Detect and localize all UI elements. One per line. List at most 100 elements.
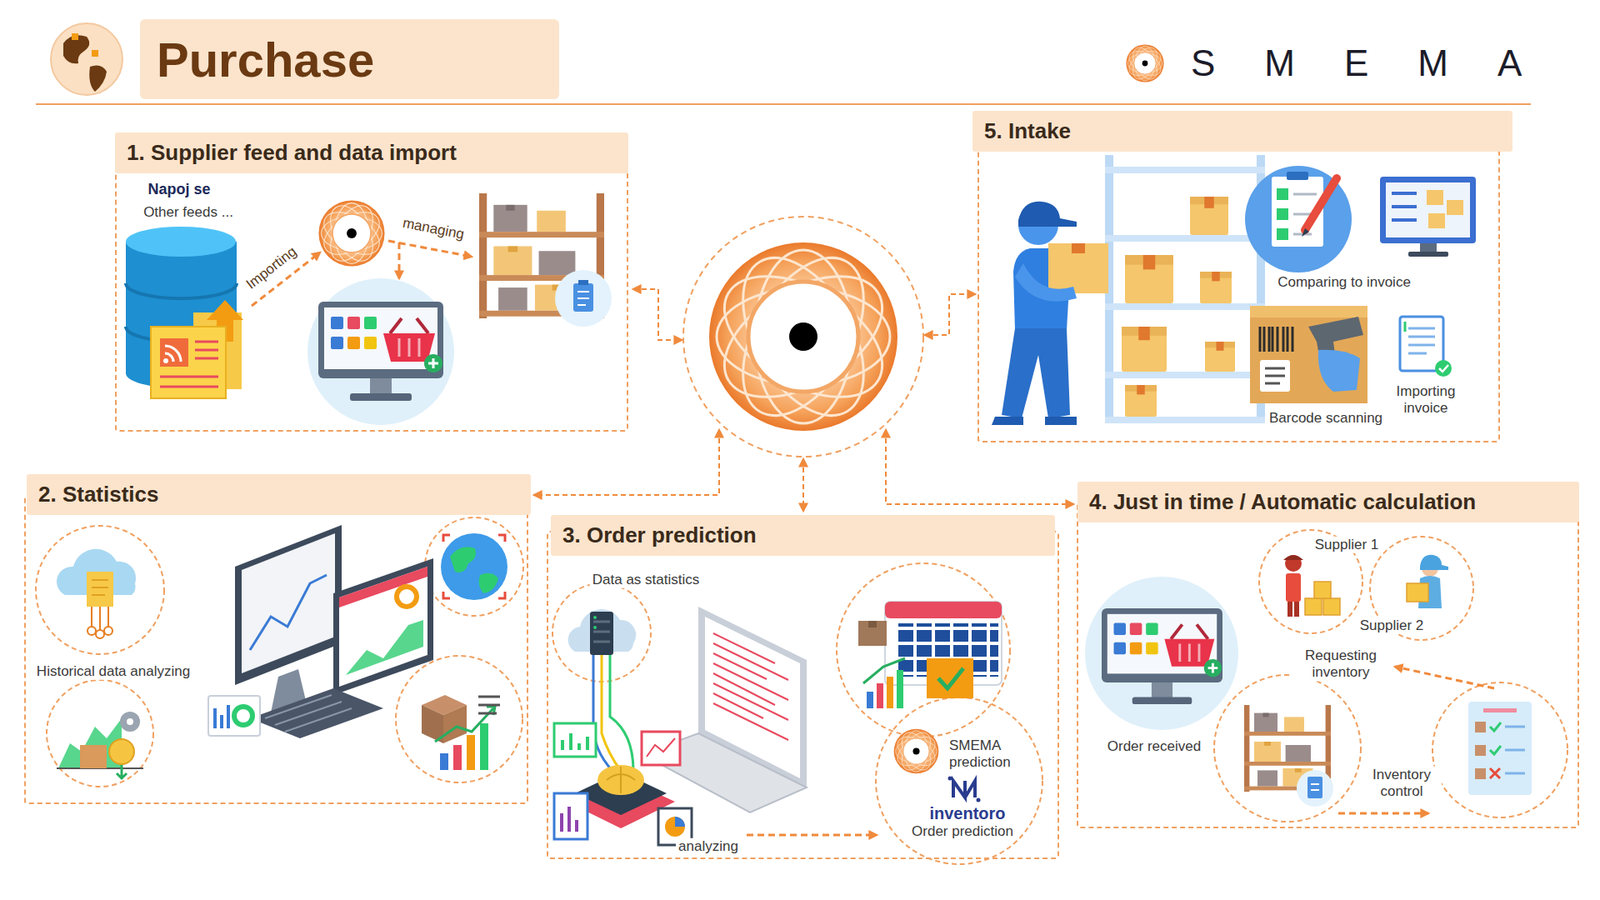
- icon-circle: [46, 680, 154, 787]
- computer-illustration: [215, 705, 229, 729]
- worker-figure: [1015, 263, 1077, 302]
- cloud-data-icon: [91, 606, 109, 630]
- warehouse-shelf: [578, 280, 589, 285]
- invoice-icon: [1435, 360, 1452, 377]
- section-panel: 2. Statistics: [24, 495, 529, 805]
- ai-chip-icon: [665, 816, 685, 837]
- icon-circle: [395, 655, 523, 783]
- checklist-icon: [1490, 768, 1500, 779]
- arrow-label: Inventory control: [1361, 766, 1442, 801]
- computer-illustration: [241, 533, 335, 674]
- cloud-data-icon: [86, 571, 114, 607]
- cloud-data-icon: [56, 549, 136, 639]
- checklist-icon: [1475, 721, 1486, 733]
- supplier-figure: [1305, 598, 1322, 615]
- intake-shelves: [1105, 235, 1265, 242]
- intake-shelves: [1205, 341, 1235, 372]
- hub-connector: [534, 430, 720, 495]
- arrow-label: Requesting inventory: [1292, 647, 1390, 682]
- arrow-label: analyzing: [675, 838, 741, 855]
- computer-illustration: [265, 695, 352, 732]
- hub-logo: [683, 216, 924, 457]
- barcode-scanner-icon: [1260, 326, 1293, 352]
- screen-icon: [1408, 251, 1449, 257]
- order-monitor: [1101, 608, 1223, 705]
- data-wire: [610, 655, 634, 771]
- history-chart-icon: [56, 711, 144, 779]
- intake-shelves: [1125, 255, 1174, 304]
- calendar-forecast-icon: [886, 676, 894, 709]
- worker-figure: [1048, 243, 1109, 294]
- ai-chip-icon: [554, 793, 588, 840]
- page-title: Purchase: [140, 19, 560, 100]
- screen-icon: [1391, 193, 1417, 220]
- intake-shelves: [1105, 303, 1265, 310]
- icon-circle: [875, 697, 1043, 865]
- computer-illustration: [339, 566, 428, 608]
- intake-shelves: [1105, 166, 1265, 174]
- smema-logo: [892, 727, 940, 775]
- flow-arrow: [746, 834, 877, 837]
- ai-chip-icon: [561, 806, 577, 832]
- supplier-figure: [1283, 555, 1340, 617]
- screen-icon: [1428, 213, 1445, 229]
- calendar-forecast-icon: [863, 658, 905, 684]
- intake-shelves: [1200, 271, 1232, 304]
- calendar-forecast-icon: [858, 620, 887, 646]
- globe-icon: [450, 546, 499, 594]
- worker-figure: [1001, 328, 1070, 419]
- icon-label: Order prediction: [909, 823, 1016, 840]
- intake-shelves: [1125, 385, 1157, 417]
- section-heading: 2. Statistics: [26, 474, 531, 515]
- invoice-icon: [1408, 328, 1435, 354]
- supplier-figure: [1283, 555, 1304, 560]
- laptop-illustration: [713, 633, 789, 740]
- icon-circle: [35, 525, 165, 655]
- cloud-data-icon: [91, 580, 109, 595]
- hub-logo: [683, 216, 924, 457]
- cloud-server-icon: [593, 625, 597, 630]
- icon-label: Data as statistics: [590, 571, 703, 589]
- title-icon: [89, 65, 107, 92]
- supplier-figure: [1287, 601, 1293, 617]
- invoice-check-icon: [1286, 171, 1309, 180]
- stock-growth-icon: [421, 695, 500, 770]
- shop-monitor: [318, 301, 444, 401]
- icon-label: Comparing to invoice: [1275, 274, 1414, 291]
- brand-logo: [1125, 43, 1165, 84]
- invoice-icon: [1400, 316, 1452, 377]
- cloud-data-icon: [95, 630, 105, 639]
- invoice-icon: [1439, 365, 1449, 372]
- computer-illustration: [339, 566, 428, 687]
- stock-shelf-icon: [1310, 784, 1320, 790]
- checklist-icon: [1490, 722, 1501, 755]
- title-icon: [91, 50, 99, 57]
- computer-illustration: [234, 706, 253, 725]
- hub-logo: [704, 237, 903, 436]
- cloud-data-icon: [104, 626, 113, 635]
- brand-wordmark: SMEMA: [1188, 41, 1574, 86]
- ai-chip-icon: [562, 733, 588, 750]
- checklist-icon: [1505, 726, 1525, 774]
- supplier-figure: [1406, 555, 1449, 609]
- warehouse-shelf: [573, 283, 594, 312]
- flow-arrow: [1338, 812, 1429, 815]
- hub-connector: [802, 459, 805, 511]
- flow-arrow: [398, 242, 401, 279]
- section-heading: 3. Order prediction: [550, 515, 1055, 556]
- ai-chip-icon: [597, 765, 645, 795]
- ai-chip-icon: [675, 816, 685, 827]
- checklist-icon: [1468, 701, 1532, 795]
- flow-arrow: [388, 240, 472, 257]
- invoice-icon: [1400, 316, 1444, 371]
- barcode-scanner-icon: [1265, 368, 1285, 384]
- barcode-scanner-icon: [1250, 305, 1368, 318]
- computer-illustration: [345, 620, 424, 675]
- stock-growth-icon: [453, 745, 462, 770]
- supplier-figure: [1323, 598, 1340, 615]
- icon-label: Importing invoice: [1385, 383, 1467, 418]
- inventoro-logo: [948, 776, 953, 781]
- database-icon: [125, 226, 244, 399]
- order-monitor: [1085, 576, 1239, 730]
